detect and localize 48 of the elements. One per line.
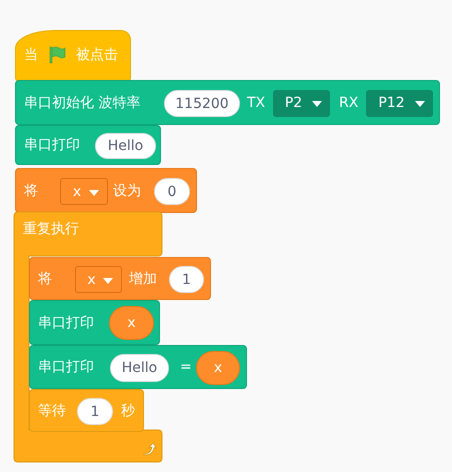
- input-value: 1: [90, 402, 100, 420]
- input-field: [164, 90, 240, 117]
- input-value: 1: [181, 270, 192, 288]
- command-block: [29, 345, 247, 389]
- block-label: 串口打印: [38, 314, 94, 332]
- block-label: RX: [339, 94, 358, 112]
- block-label: 增加: [129, 270, 157, 288]
- variable-reporter: [109, 306, 154, 340]
- block-label: 秒: [121, 402, 135, 420]
- block-label: 设为: [113, 182, 141, 200]
- input-value: x: [72, 182, 82, 200]
- command-block: [29, 257, 211, 300]
- command-block: [29, 300, 160, 345]
- block-label: 串口打印: [24, 136, 80, 154]
- input-field: [169, 266, 204, 293]
- block-label: 将: [24, 182, 38, 200]
- input-value: P12: [377, 94, 406, 112]
- input-value: P2: [284, 94, 304, 112]
- command-block: [29, 389, 144, 432]
- block-label: TX: [247, 94, 266, 112]
- input-value: 0: [166, 182, 178, 200]
- command-block: [15, 80, 440, 125]
- input-field: [95, 133, 156, 159]
- hat-block: [15, 30, 131, 82]
- block-label: 将: [38, 270, 52, 288]
- command-block: [15, 168, 197, 213]
- dropdown: [75, 266, 122, 293]
- input-value: x: [126, 314, 137, 332]
- block-label: =: [180, 358, 192, 376]
- input-value: Hello: [120, 359, 158, 377]
- block-label: 重复执行: [23, 220, 79, 238]
- block-label: 被点击: [76, 46, 118, 64]
- variable-reporter: [196, 351, 240, 385]
- command-block: [15, 125, 161, 165]
- block-label: 等待: [38, 402, 66, 420]
- block-label: 串口初始化 波特率: [24, 94, 140, 112]
- input-field: [77, 398, 113, 425]
- dropdown: [366, 90, 433, 117]
- input-field: [154, 178, 190, 205]
- block-label: 当: [24, 46, 38, 64]
- block-label: 串口打印: [38, 358, 94, 376]
- dropdown: [60, 178, 108, 205]
- input-field: [110, 354, 169, 382]
- input-value: 115200: [174, 94, 230, 112]
- input-value: x: [212, 359, 224, 377]
- input-value: Hello: [106, 137, 144, 155]
- input-value: x: [86, 270, 97, 288]
- dropdown: [273, 90, 330, 117]
